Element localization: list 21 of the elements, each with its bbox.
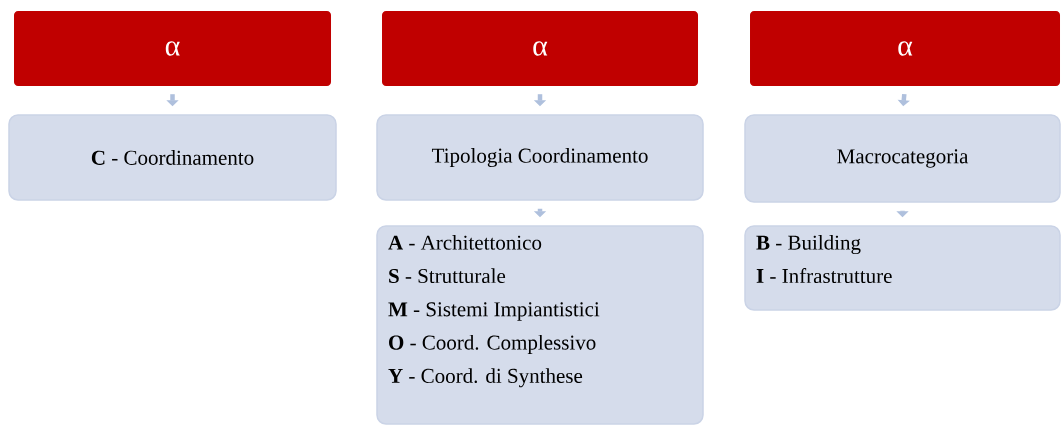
list-item: O - Coord. Complessivo [389, 334, 596, 354]
symbol: α [533, 41, 548, 56]
list-item: Y - Coord. di Synthese [388, 368, 583, 388]
symbol: α [165, 41, 180, 56]
category-box [8, 114, 337, 201]
box-label: Tipologia Coordinamento [432, 147, 648, 168]
header-box [14, 11, 331, 86]
box-label: Macrocategoria [837, 149, 969, 168]
list-item: M - Sistemi Impiantistici [388, 302, 600, 321]
list-item: A - Architettonico [388, 235, 542, 250]
header-box [382, 11, 698, 86]
list-item: S - Strutturale [389, 268, 506, 284]
list-item: I - Infrastrutture [756, 268, 892, 284]
list-box [744, 225, 1061, 311]
list-item: B - Building [756, 235, 861, 255]
symbol: α [898, 41, 913, 56]
category-box [376, 114, 704, 201]
category-box [744, 114, 1061, 203]
box-label: C - Coordinamento [91, 150, 254, 165]
list-box [376, 225, 704, 425]
header-box [750, 11, 1060, 86]
